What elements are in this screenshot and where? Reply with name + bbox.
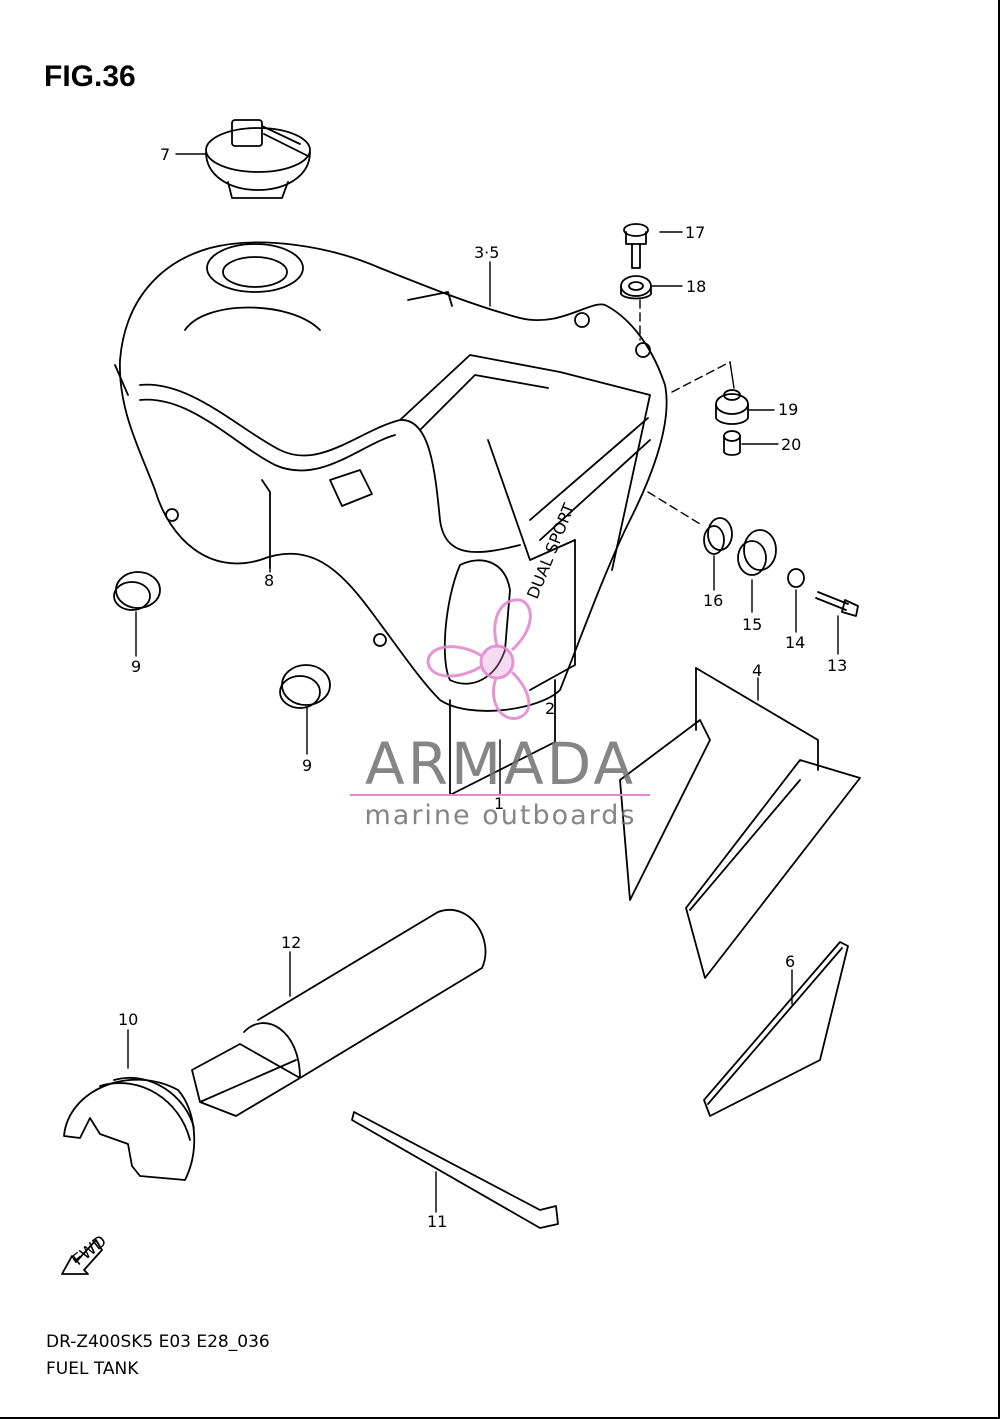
callout-13: 13	[827, 656, 847, 675]
decal-text: DUAL SPORT	[523, 500, 579, 601]
callout-9-right: 9	[302, 756, 312, 775]
part-cable-tie-11	[351, 1111, 559, 1229]
callout-labels: 7 3·5 17 18 19 20 8 9 9 16 15 14 13 4 2 …	[118, 145, 847, 1231]
part-collar-20	[723, 430, 741, 456]
callout-10: 10	[118, 1010, 138, 1029]
callout-3-5: 3·5	[474, 243, 499, 262]
part-bolt-13	[815, 591, 859, 617]
watermark-subtitle: marine outboards	[364, 800, 637, 831]
callout-1: 1	[494, 794, 504, 813]
callout-8: 8	[264, 571, 274, 590]
watermark-title: ARMADA	[364, 730, 636, 798]
callout-18: 18	[686, 277, 706, 296]
callout-20: 20	[781, 435, 801, 454]
part-cushion-15	[737, 529, 777, 576]
callout-14: 14	[785, 633, 805, 652]
leader-lines	[127, 153, 839, 1213]
part-collar-14	[787, 568, 805, 588]
callout-11: 11	[427, 1212, 447, 1231]
part-fuel-cap	[205, 119, 311, 199]
part-cushion-16	[703, 517, 733, 555]
callout-2: 2	[545, 699, 555, 718]
footer-assembly-name: FUEL TANK	[46, 1359, 139, 1379]
part-tank-cushion	[261, 479, 271, 569]
callout-16: 16	[703, 591, 723, 610]
figure-title: FIG.36	[44, 60, 136, 93]
part-damper-left	[113, 571, 161, 611]
part-tube-12	[191, 909, 487, 1117]
callout-19: 19	[778, 400, 798, 419]
callout-7: 7	[160, 145, 170, 164]
part-guard-6	[703, 941, 849, 1117]
footer-model-code: DR-Z400SK5 E03 E28_036	[46, 1332, 270, 1352]
part-washer-18	[620, 275, 652, 300]
callout-6: 6	[785, 952, 795, 971]
callout-15: 15	[742, 615, 762, 634]
callout-12: 12	[281, 933, 301, 952]
callout-4: 4	[752, 661, 762, 680]
fwd-arrow-icon	[61, 1239, 103, 1275]
watermark-divider	[350, 794, 650, 796]
callout-9-left: 9	[131, 657, 141, 676]
part-side-cover-4	[619, 667, 861, 979]
part-decal-set	[449, 439, 576, 796]
callout-17: 17	[685, 223, 705, 242]
part-bolt-17	[623, 223, 649, 269]
part-damper-right	[279, 664, 331, 709]
part-guide-10	[63, 1077, 196, 1181]
part-fuel-tank	[114, 241, 668, 712]
part-grommet-19	[715, 389, 749, 425]
propeller-logo-icon	[426, 598, 532, 720]
